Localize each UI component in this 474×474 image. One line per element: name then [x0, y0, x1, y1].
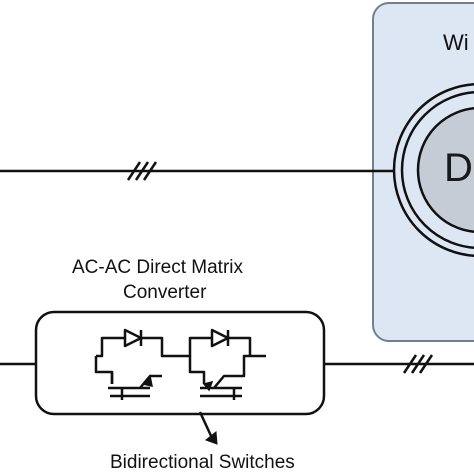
- switches-pointer-arrow: [198, 411, 218, 445]
- switches-label: Bidirectional Switches: [110, 452, 295, 473]
- three-phase-marker-top: [126, 161, 158, 181]
- generator-label: D: [444, 146, 473, 190]
- generator-rotor: [416, 107, 474, 233]
- wind-turbine-label: Wi: [443, 30, 469, 55]
- igbt-emitter-arrows: [141, 374, 214, 392]
- matrix-converter-box: [34, 310, 326, 416]
- generator-stator-inner: [400, 90, 474, 250]
- converter-title-line1: AC-AC Direct Matrix: [72, 257, 244, 278]
- converter-title-line2: Converter: [123, 282, 207, 303]
- three-phase-marker-bottom: [402, 354, 434, 374]
- bidirectional-switch-symbol: [94, 328, 266, 400]
